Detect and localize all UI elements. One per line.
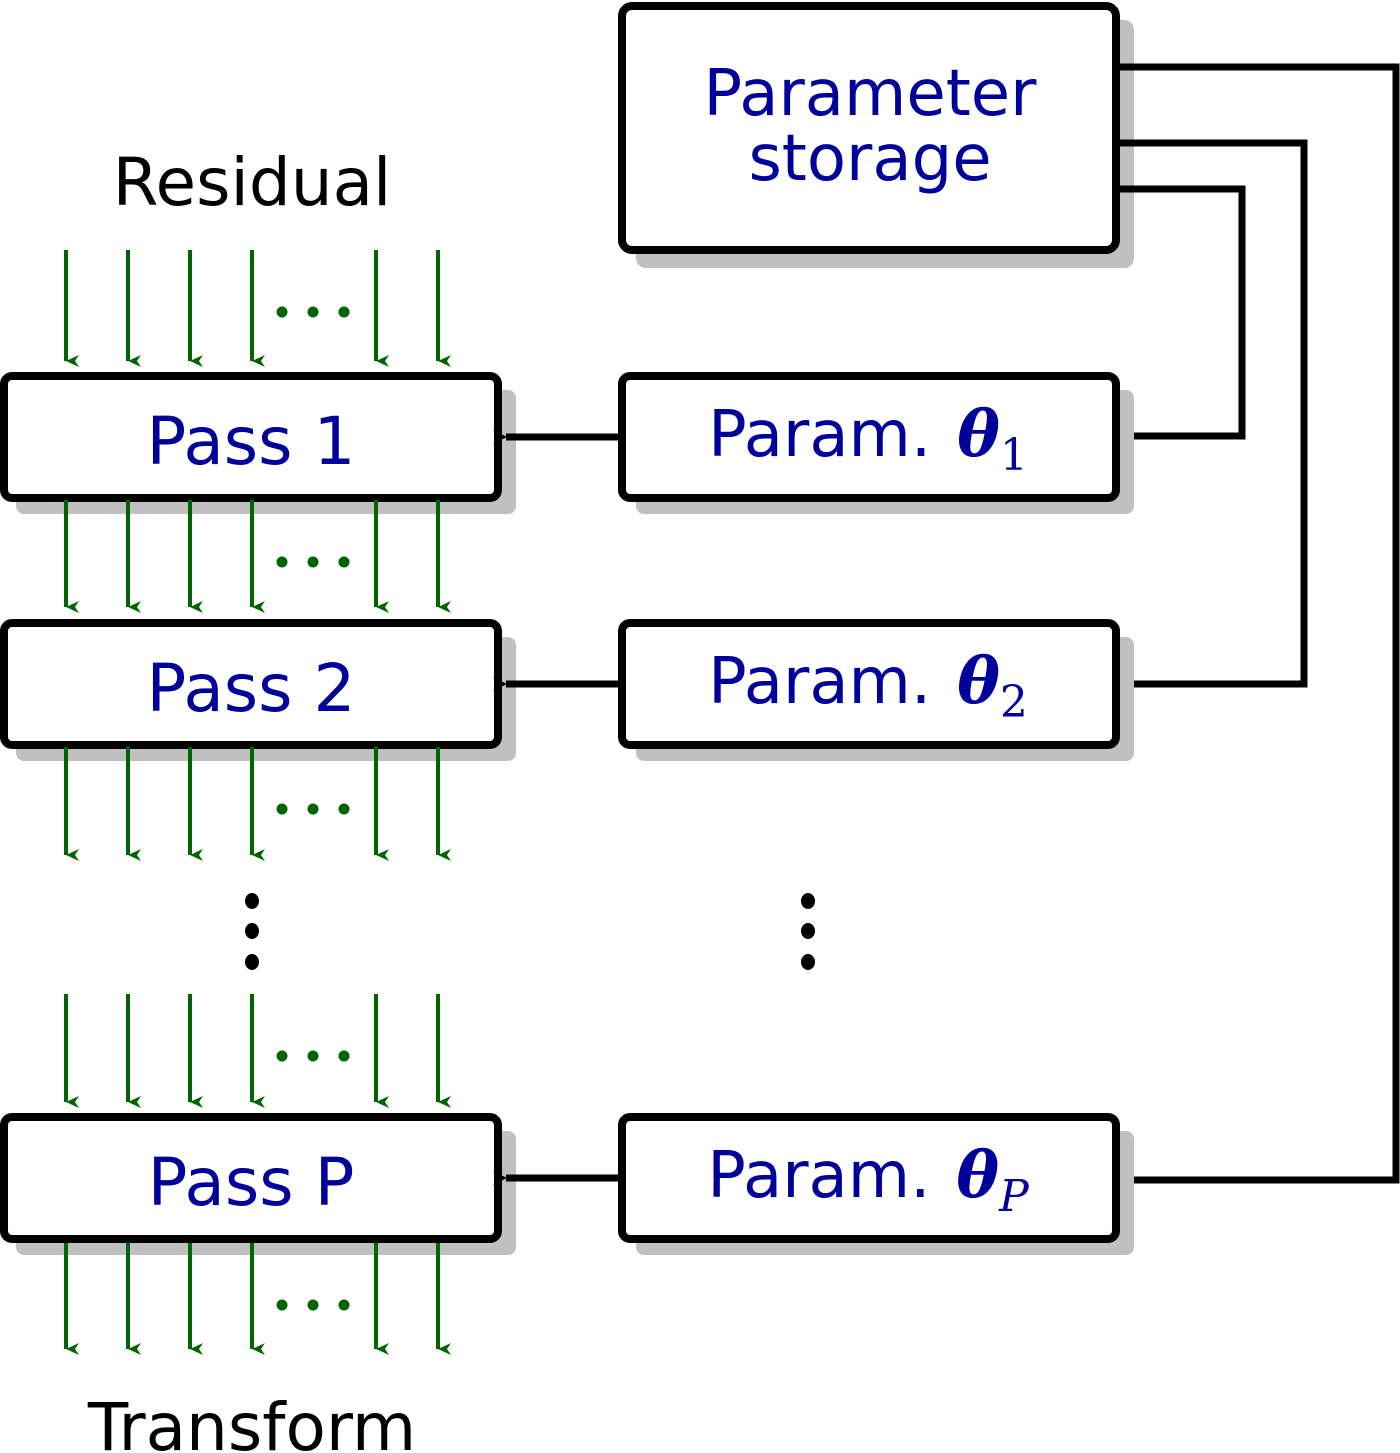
connector-to-param-2 [1111, 139, 1308, 691]
horizontal-ellipsis [276, 556, 350, 568]
param-prefix: Param. [707, 1139, 930, 1213]
pass-box: Pass P [0, 1113, 516, 1255]
pass-label: Pass 1 [146, 403, 355, 480]
pass-row-2: Pass 2 Param. θ2 [0, 619, 1134, 761]
transform-label: Transform [87, 1389, 416, 1453]
param-label: Param. θP [707, 1138, 1030, 1222]
theta-symbol: θ [957, 397, 1000, 472]
flow-arrow-group-4 [64, 994, 451, 1108]
flow-arrow-group-3 [64, 747, 451, 861]
horizontal-ellipsis [276, 306, 350, 318]
pass-row-3: Pass P Param. θP [0, 1113, 1134, 1255]
pass-box: Pass 2 [0, 619, 516, 761]
residual-label: Residual [113, 144, 392, 221]
parameter-storage-box: Parameter storage [618, 2, 1134, 268]
pass-row-1: Pass 1 Param. θ1 [0, 372, 1134, 514]
param-prefix: Param. [708, 398, 931, 472]
flow-arrow-group-5 [64, 1243, 451, 1355]
residual-flows [64, 250, 451, 1355]
flow-arrow-group-1 [64, 250, 451, 367]
param-prefix: Param. [708, 645, 931, 719]
param-label: Param. θ2 [708, 644, 1028, 728]
pass-label: Pass 2 [146, 650, 355, 727]
param-label: Param. θ1 [708, 397, 1028, 481]
param-box: Param. θ1 [618, 372, 1134, 514]
flow-arrow-group-2 [64, 500, 451, 613]
vertical-ellipsis-right [801, 893, 815, 970]
theta-symbol: θ [956, 1138, 999, 1213]
horizontal-ellipsis [276, 803, 350, 815]
storage-label-line1: Parameter [704, 57, 1038, 131]
param-subscript: 1 [1000, 430, 1028, 481]
param-box: Param. θP [618, 1113, 1134, 1255]
param-box: Param. θ2 [618, 619, 1134, 761]
connector-to-param-1 [1111, 185, 1246, 443]
vertical-ellipsis-left [245, 893, 259, 970]
storage-connectors [1111, 63, 1400, 1187]
theta-symbol: θ [957, 644, 1000, 719]
storage-label-line2: storage [748, 122, 991, 196]
pass-box: Pass 1 [0, 372, 516, 514]
pass-label: Pass P [148, 1144, 355, 1221]
connector-to-param-p [1111, 63, 1400, 1187]
param-subscript: 2 [1000, 677, 1028, 728]
horizontal-ellipsis [276, 1299, 350, 1311]
param-subscript: P [998, 1171, 1030, 1222]
horizontal-ellipsis [276, 1050, 350, 1062]
